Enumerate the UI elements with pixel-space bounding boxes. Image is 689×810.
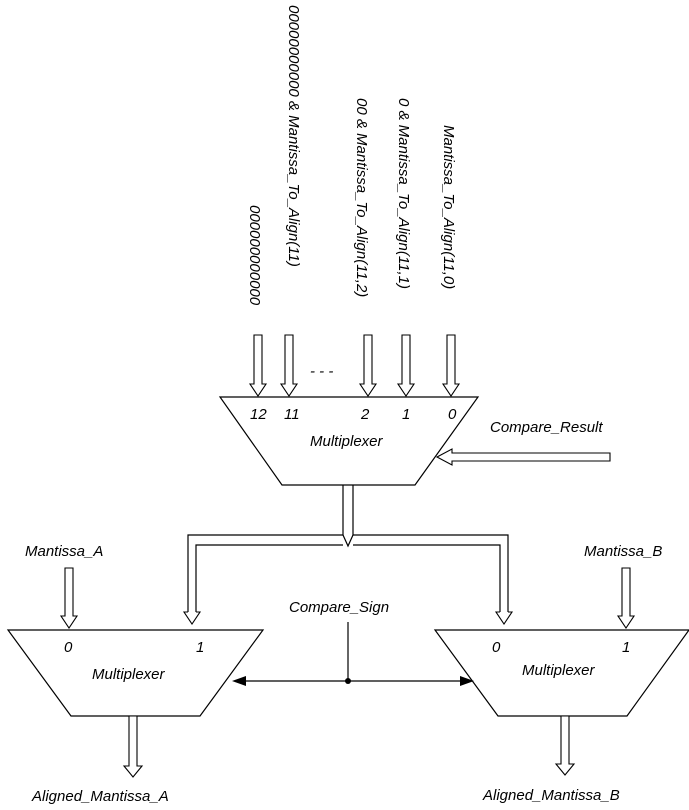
top-mux-input-label-0: Mantissa_To_Align(11,0) <box>440 125 457 289</box>
top-mux-ellipsis: - - - <box>310 363 333 380</box>
right-mux-body <box>433 629 689 717</box>
aligned-mantissa-b-label: Aligned_Mantissa_B <box>482 787 620 804</box>
top-mux-pin-12: 12 <box>250 406 267 423</box>
right-mux-pin-0: 0 <box>492 639 501 656</box>
top-mux-pin-1: 1 <box>402 406 410 423</box>
compare-sign-line <box>232 622 474 686</box>
compare-result-bus <box>435 448 611 466</box>
top-mux-input-bus-11 <box>279 334 299 397</box>
aligned-mantissa-a-label: Aligned_Mantissa_A <box>31 788 169 805</box>
top-mux-input-label-12: 000000000000 <box>246 205 263 306</box>
left-mux-label: Multiplexer <box>92 666 166 683</box>
aligned-mantissa-b-output-bus <box>554 715 576 776</box>
compare-result-label: Compare_Result <box>490 419 603 436</box>
top-mux-pin-11: 11 <box>284 406 300 423</box>
top-mux-input-label-2: 00 & Mantissa_To_Align(11,2) <box>353 98 370 297</box>
mantissa-a-input-bus <box>59 567 79 629</box>
top-mux-input-label-11: 00000000000 & Mantissa_To_Align(11) <box>285 5 302 267</box>
mantissa-b-label: Mantissa_B <box>584 543 662 560</box>
top-mux-input-label-1: 0 & Mantissa_To_Align(11,1) <box>395 98 412 289</box>
mantissa-a-label: Mantissa_A <box>25 543 103 560</box>
left-mux-pin-1: 1 <box>196 639 204 656</box>
top-mux-input-bus-12 <box>248 334 268 397</box>
compare-sign-junction-dot <box>345 678 351 684</box>
left-mux-body <box>6 629 265 717</box>
top-mux-pin-2: 2 <box>360 406 370 423</box>
top-mux-label: Multiplexer <box>310 433 384 450</box>
right-mux-label: Multiplexer <box>522 662 596 679</box>
mantissa-b-input-bus <box>616 567 636 629</box>
top-mux-output-bus <box>182 485 514 625</box>
top-mux-input-bus-2 <box>358 334 378 397</box>
compare-sign-label: Compare_Sign <box>289 599 389 616</box>
top-mux-input-bus-0 <box>441 334 461 397</box>
top-mux-pin-0: 0 <box>448 406 457 423</box>
left-mux-pin-0: 0 <box>64 639 73 656</box>
right-mux-pin-1: 1 <box>622 639 630 656</box>
aligned-mantissa-a-output-bus <box>122 715 144 778</box>
top-mux-body <box>218 396 480 486</box>
top-mux-input-bus-1 <box>396 334 416 397</box>
